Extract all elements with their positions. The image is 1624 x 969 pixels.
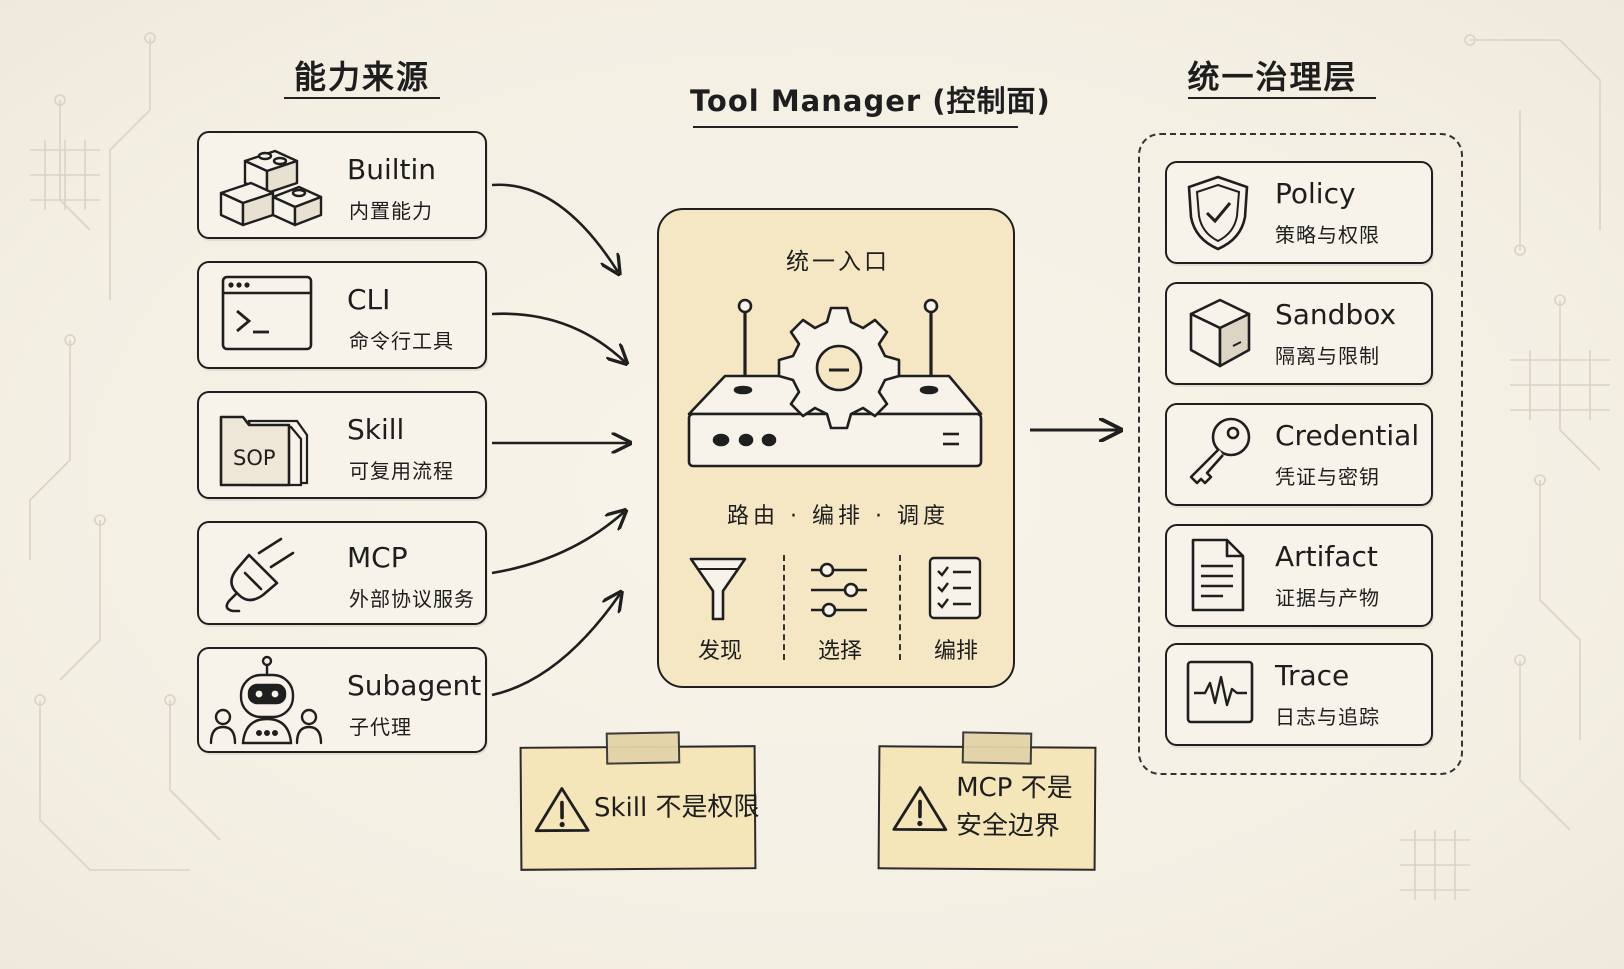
sliders-icon xyxy=(811,562,867,618)
tool-manager-panel: 统一入口 路由 · 编排 · 调度 xyxy=(657,208,1015,688)
governance-subtitle: 证据与产物 xyxy=(1275,586,1380,610)
source-card-mcp[interactable]: MCP 外部协议服务 xyxy=(197,521,487,625)
governance-card-sandbox[interactable]: Sandbox 隔离与限制 xyxy=(1165,282,1433,385)
source-subtitle: 外部协议服务 xyxy=(349,587,475,611)
blocks-icon xyxy=(219,149,323,227)
source-card-cli[interactable]: CLI 命令行工具 xyxy=(197,261,487,369)
checklist-icon xyxy=(928,556,982,620)
source-subtitle: 内置能力 xyxy=(349,199,433,223)
key-icon xyxy=(1189,417,1251,485)
governance-title: Artifact xyxy=(1275,540,1378,573)
governance-card-artifact[interactable]: Artifact 证据与产物 xyxy=(1165,524,1433,627)
source-title: Builtin xyxy=(347,153,437,186)
note-mcp-not-boundary: MCP 不是 安全边界 xyxy=(877,745,1097,871)
governance-group xyxy=(1138,133,1463,775)
note-text: Skill 不是权限 xyxy=(593,792,760,824)
robot-icon xyxy=(209,655,323,745)
governance-card-trace[interactable]: Trace 日志与追踪 xyxy=(1165,643,1433,746)
source-title: CLI xyxy=(347,283,391,316)
governance-subtitle: 策略与权限 xyxy=(1275,223,1380,247)
entry-label: 统一入口 xyxy=(786,249,890,275)
governance-heading: 统一治理层 xyxy=(1187,58,1358,96)
warning-icon xyxy=(534,787,590,833)
router-gear-icon xyxy=(687,298,983,468)
tape-decoration xyxy=(961,731,1033,765)
arrow-subagent xyxy=(491,594,620,697)
arrow-mcp xyxy=(491,512,624,575)
source-title: MCP xyxy=(347,541,408,574)
source-card-subagent[interactable]: Subagent 子代理 xyxy=(197,647,487,753)
source-subtitle: 可复用流程 xyxy=(349,459,454,483)
funnel-icon xyxy=(689,557,747,621)
step-label: 编排 xyxy=(933,639,978,664)
source-subtitle: 命令行工具 xyxy=(349,329,454,353)
governance-title: Credential xyxy=(1275,419,1420,452)
step-divider xyxy=(899,555,901,660)
arrow-cli xyxy=(491,312,625,362)
source-title: Skill xyxy=(347,413,405,446)
document-icon xyxy=(1191,538,1245,612)
sources-heading: 能力来源 xyxy=(293,58,430,96)
terminal-icon xyxy=(221,275,313,351)
manager-heading-underline xyxy=(693,126,1018,128)
tape-decoration xyxy=(605,731,681,765)
governance-heading-underline xyxy=(1188,97,1376,99)
sources-heading-underline xyxy=(284,97,440,99)
governance-title: Policy xyxy=(1275,177,1356,210)
manager-heading: Tool Manager (控制面) xyxy=(690,84,1051,118)
governance-subtitle: 隔离与限制 xyxy=(1275,344,1380,368)
pulse-monitor-icon xyxy=(1186,660,1254,724)
step-divider xyxy=(783,555,785,660)
plug-icon xyxy=(225,537,295,613)
governance-card-credential[interactable]: Credential 凭证与密钥 xyxy=(1165,403,1433,506)
source-title: Subagent xyxy=(347,669,482,702)
source-card-builtin[interactable]: Builtin 内置能力 xyxy=(197,131,487,239)
governance-subtitle: 凭证与密钥 xyxy=(1275,465,1380,489)
source-subtitle: 子代理 xyxy=(349,715,412,739)
shield-check-icon xyxy=(1187,175,1249,251)
manager-functions: 路由 · 编排 · 调度 xyxy=(727,504,949,529)
cube-icon xyxy=(1189,298,1251,368)
governance-title: Sandbox xyxy=(1275,298,1397,331)
source-card-skill[interactable]: SOP Skill 可复用流程 xyxy=(197,391,487,499)
warning-icon xyxy=(892,786,948,832)
governance-title: Trace xyxy=(1275,659,1350,692)
sop-folder-icon: SOP xyxy=(219,415,309,487)
sop-label: SOP xyxy=(233,446,276,470)
note-text-line1: MCP 不是 xyxy=(956,772,1073,804)
governance-card-policy[interactable]: Policy 策略与权限 xyxy=(1165,161,1433,264)
note-text-line2: 安全边界 xyxy=(955,810,1060,842)
step-label: 发现 xyxy=(697,639,742,664)
arrow-builtin xyxy=(491,183,618,272)
note-skill-not-permission: Skill 不是权限 xyxy=(519,745,760,871)
step-label: 选择 xyxy=(817,639,862,664)
governance-subtitle: 日志与追踪 xyxy=(1275,705,1380,729)
